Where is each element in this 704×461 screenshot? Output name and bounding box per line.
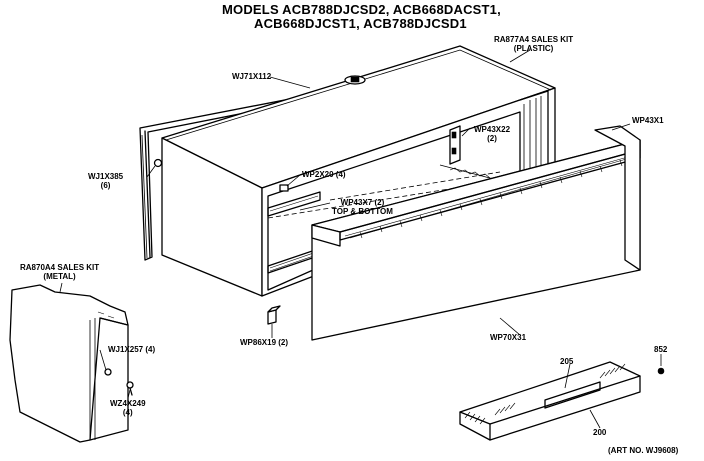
label-sales-kit-metal: RA870A4 SALES KIT (METAL) [20,263,100,281]
diagram-title-line2: ACB668DJCST1, ACB788DJCSD1 [254,16,467,31]
wj1x257-screw [104,368,112,376]
diagram-title-line1: MODELS ACB788DJCSD2, ACB668DACST1, [222,2,501,17]
label-wp2x20: WP2X20 (4) [302,170,346,179]
wp86x19-part [267,305,281,325]
label-wp43x1: WP43X1 [632,116,664,125]
bottom-grille-205-200 [459,361,641,441]
label-sales-kit-plastic: RA877A4 SALES KIT (PLASTIC) [494,35,574,53]
wp2x20-clip [279,184,289,192]
wp43x1-side-strip [594,125,641,271]
label-wp70x31: WP70X31 [490,333,527,342]
label-wp43x22: WP43X22 (2) [474,125,511,143]
part-852-screw [657,367,665,375]
label-ref-852: 852 [654,345,668,354]
metal-sales-kit-bracket [9,284,129,443]
wz4x249-screw [126,381,134,396]
wp43x22-bracket [449,125,461,165]
label-wp43x7: WP43X7 (2) TOP & BOTTOM [332,198,393,216]
wj1x385-screw [153,158,163,168]
label-ref-205: 205 [560,357,574,366]
leader-lines [59,49,662,429]
label-wj1x385: WJ1X385 (6) [88,172,124,190]
label-wp86x19: WP86X19 (2) [240,338,289,347]
label-wz4x249: WZ4X249 (4) [110,399,146,417]
label-art-no: (ART NO. WJ9608) [608,446,679,455]
label-wj1x257: WJ1X257 (4) [108,345,156,354]
label-ref-200: 200 [593,428,607,437]
label-wj71x112: WJ71X112 [232,72,272,81]
